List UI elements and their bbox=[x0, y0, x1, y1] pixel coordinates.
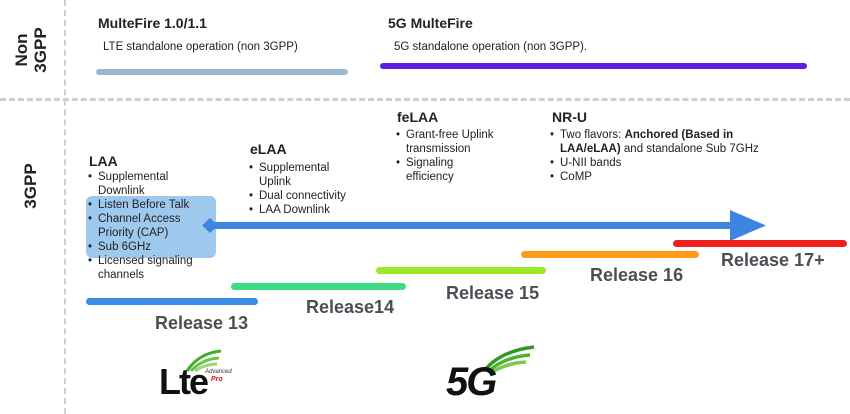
elaa-features: Supplemental Uplink Dual connectivity LA… bbox=[245, 161, 375, 217]
row-divider bbox=[0, 98, 850, 101]
elaa-feature-2: Dual connectivity bbox=[245, 189, 375, 203]
5g-signal-arcs-icon bbox=[482, 345, 535, 373]
laa-feature-3: Channel Access Priority (CAP) bbox=[84, 212, 208, 240]
laa-feature-2: Listen Before Talk bbox=[84, 198, 228, 212]
row-label-3gpp-text: 3GPP bbox=[21, 163, 40, 209]
lte-logo-text: Lte bbox=[159, 361, 209, 402]
laa-feature-1: Supplemental Downlink bbox=[84, 170, 188, 198]
felaa-feature-2: Signaling efficiency bbox=[392, 156, 486, 184]
release-14-bar bbox=[231, 283, 406, 290]
row-label-non-3gpp: Non 3GPP bbox=[12, 10, 52, 90]
release-13-label: Release 13 bbox=[155, 313, 249, 333]
nru-features: Two flavors: Anchored (Based in LAA/eLAA… bbox=[546, 128, 766, 184]
row-label-non-3gpp-text: Non 3GPP bbox=[12, 27, 50, 73]
elaa-title: eLAA bbox=[250, 141, 287, 157]
nru-feature-3: CoMP bbox=[546, 170, 766, 184]
release-14-label: Release14 bbox=[306, 297, 395, 317]
laa-feature-4: Sub 6GHz bbox=[84, 240, 234, 254]
release-15-bar bbox=[376, 267, 546, 274]
5g-logo: 5G bbox=[440, 343, 540, 405]
felaa-feature-1: Grant-free Uplink transmission bbox=[392, 128, 526, 156]
elaa-feature-3: LAA Downlink bbox=[245, 203, 375, 217]
laa-title: LAA bbox=[89, 153, 118, 169]
multefire-5g-subtitle: 5G standalone operation (non 3GPP). bbox=[394, 41, 588, 53]
lte-logo-pro: Pro bbox=[211, 376, 223, 383]
felaa-features: Grant-free Uplink transmission Signaling… bbox=[392, 128, 532, 184]
nru-feature-2: U-NII bands bbox=[546, 156, 766, 170]
release-17-label: Release 17+ bbox=[721, 250, 825, 270]
laa-features: Supplemental Downlink Listen Before Talk… bbox=[84, 170, 234, 282]
5g-logo-text: 5G bbox=[446, 360, 497, 404]
felaa-title: feLAA bbox=[397, 109, 439, 125]
lte-logo-advanced: Advanced bbox=[205, 369, 232, 375]
lte-signal-arcs-icon bbox=[185, 349, 222, 373]
multefire-1-title: MulteFire 1.0/1.1 bbox=[98, 15, 207, 31]
multefire-1-bar bbox=[96, 69, 348, 75]
laa-feature-5: Licensed signaling channels bbox=[84, 254, 198, 282]
release-16-label: Release 16 bbox=[590, 265, 684, 285]
row-label-divider bbox=[64, 0, 66, 414]
elaa-feature-1: Supplemental Uplink bbox=[245, 161, 359, 189]
row-label-3gpp: 3GPP bbox=[21, 146, 43, 226]
nru-title: NR-U bbox=[552, 109, 587, 125]
multefire-5g-title: 5G MulteFire bbox=[388, 15, 473, 31]
multefire-1-subtitle: LTE standalone operation (non 3GPP) bbox=[103, 41, 298, 53]
release-16-bar bbox=[521, 251, 699, 258]
release-15-label: Release 15 bbox=[446, 283, 540, 303]
nru-feature-1: Two flavors: Anchored (Based in LAA/eLAA… bbox=[546, 128, 760, 156]
release-13-bar bbox=[86, 298, 258, 305]
multefire-5g-bar bbox=[380, 63, 807, 69]
release-17-bar bbox=[673, 240, 847, 247]
lte-advanced-pro-logo: Lte Advanced Pro bbox=[155, 343, 245, 405]
